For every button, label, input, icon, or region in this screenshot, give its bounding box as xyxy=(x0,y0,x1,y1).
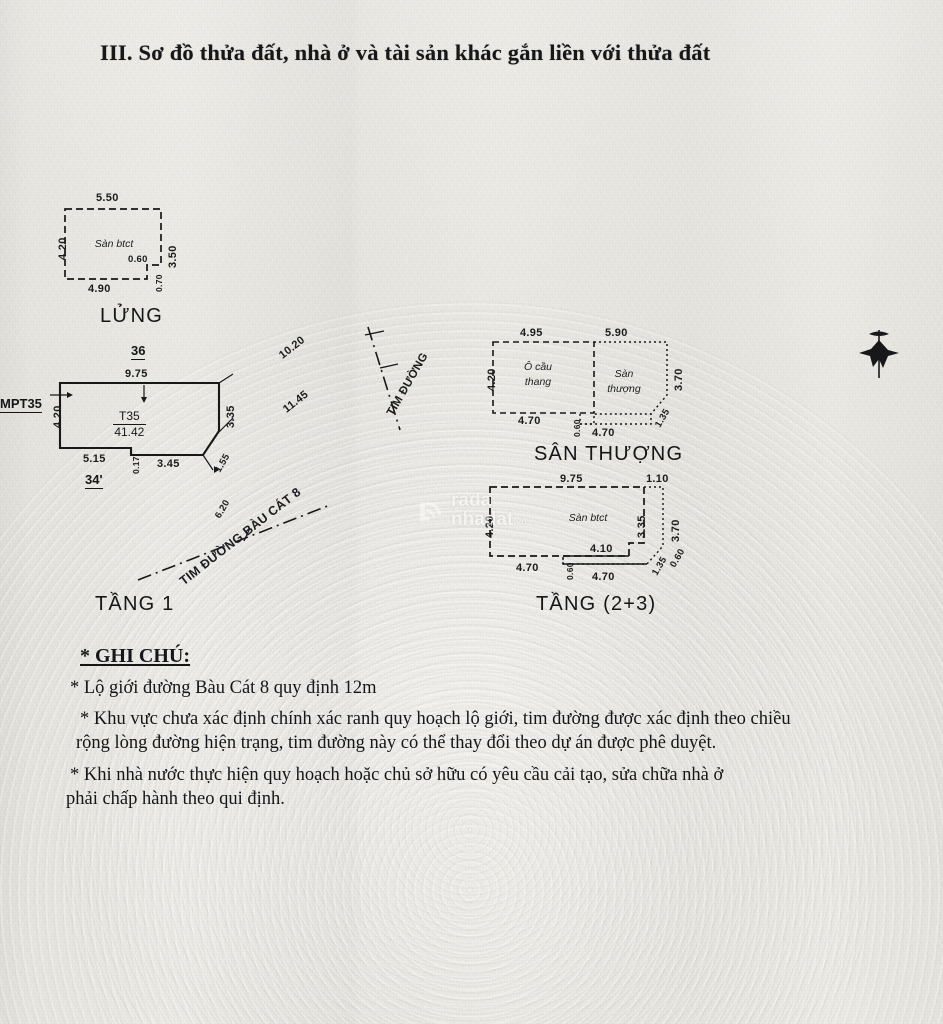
tang23-floor-title: TẦNG (2+3) xyxy=(536,593,657,615)
notes-item-1: * Lộ giới đường Bàu Cát 8 quy định 12m xyxy=(70,678,377,698)
tang23-dim-step: 0.60 xyxy=(565,562,575,580)
tang23-dim-outer-right: 3.70 xyxy=(670,519,682,542)
tang1-parcel-tag-bottom: 34' xyxy=(85,472,103,489)
tang1-area-numerator: T35 xyxy=(113,410,146,425)
plan-tang23-outline xyxy=(489,486,664,565)
tang23-dim-bottom-right: 4.70 xyxy=(592,571,615,583)
santhuong-dim-bottom-right: 4.70 xyxy=(592,427,615,439)
north-arrow-icon xyxy=(859,330,899,378)
santhuong-dim-step: 0.60 xyxy=(572,419,582,437)
lung-dim-left: 4.20 xyxy=(57,237,69,260)
tang23-dim-mid: 4.10 xyxy=(590,543,613,555)
tang1-left-tag: MPT35 xyxy=(0,396,42,413)
tang1-parcel-tag: 36 xyxy=(131,343,146,360)
tang23-dim-bottom-left: 4.70 xyxy=(516,562,539,574)
santhuong-room-label-left-1: Ô cầu xyxy=(523,361,552,373)
notes-item-2-line-1: * Khu vực chưa xác định chính xác ranh q… xyxy=(80,709,791,729)
road-centerline-bau-cat-8 xyxy=(137,504,331,581)
page-title: III. Sơ đồ thửa đất, nhà ở và tài sản kh… xyxy=(100,40,711,65)
santhuong-dim-top-left: 4.95 xyxy=(520,327,543,339)
lung-dim-top: 5.50 xyxy=(96,192,119,204)
tang1-dim-top: 9.75 xyxy=(125,368,148,380)
tang1-dim-bottom-mid: 3.45 xyxy=(157,458,180,470)
notes-title: * GHI CHÚ: xyxy=(80,645,860,668)
santhuong-dim-left: 4.20 xyxy=(486,368,498,391)
notes-item-3-line-1: * Khi nhà nước thực hiện quy hoạch hoặc … xyxy=(70,765,724,786)
tang1-floor-title: TẦNG 1 xyxy=(95,593,175,615)
santhuong-dim-right: 3.70 xyxy=(673,368,685,391)
lung-floor-title: LỬNG xyxy=(100,305,164,327)
tang23-dim-top-right: 1.10 xyxy=(646,473,669,485)
santhuong-dim-top-right: 5.90 xyxy=(605,327,628,339)
tang23-dim-left: 4.20 xyxy=(484,515,496,538)
notes-item-3-line-2: phải chấp hành theo qui định. xyxy=(66,789,285,810)
tang23-dim-inner-right: 3.35 xyxy=(636,515,648,538)
road-centerline-vertical xyxy=(364,326,401,431)
notes-item-2: * Khu vực chưa xác định chính xác ranh q… xyxy=(76,708,860,755)
tang1-dim-right: 3.35 xyxy=(225,405,237,428)
santhuong-dim-bottom-left: 4.70 xyxy=(518,415,541,427)
tang23-room-label: Sàn btct xyxy=(568,512,608,524)
tang1-dim-bottom-step: 0.17 xyxy=(131,456,141,474)
notes-title-text: * GHI CHÚ: xyxy=(80,645,190,667)
plan-san-thuong-outline xyxy=(492,341,668,425)
lung-room-label: Sàn btct xyxy=(94,238,134,250)
tang1-dim-bottom-left: 5.15 xyxy=(83,453,106,465)
lung-dim-inner-step: 0.60 xyxy=(128,254,148,265)
lung-dim-bottom: 4.90 xyxy=(88,283,111,295)
tang23-dim-top: 9.75 xyxy=(560,473,583,485)
plan-lung-outline xyxy=(64,208,162,280)
notes-item-3: * Khi nhà nước thực hiện quy hoạch hoặc … xyxy=(66,764,860,811)
lung-dim-inner-step-vertical: 0.70 xyxy=(154,274,164,292)
santhuong-floor-title: SÂN THƯỢNG xyxy=(534,443,684,465)
tang1-area-fraction: T35 41.42 xyxy=(113,410,146,438)
tang1-dim-left: 4.20 xyxy=(52,405,64,428)
notes-item-2-line-2: rộng lòng đường hiện trạng, tim đường nà… xyxy=(76,732,717,753)
santhuong-room-label-right-2: thượng xyxy=(607,383,641,395)
santhuong-room-label-left-2: thang xyxy=(524,376,552,388)
tang1-area-denominator: 41.42 xyxy=(114,424,145,439)
lung-dim-right: 3.50 xyxy=(167,245,179,268)
plan-tang1-outline xyxy=(50,373,234,473)
notes-section: * GHI CHÚ: * Lộ giới đường Bàu Cát 8 quy… xyxy=(66,645,860,812)
santhuong-room-label-right-1: Sàn xyxy=(614,368,634,380)
